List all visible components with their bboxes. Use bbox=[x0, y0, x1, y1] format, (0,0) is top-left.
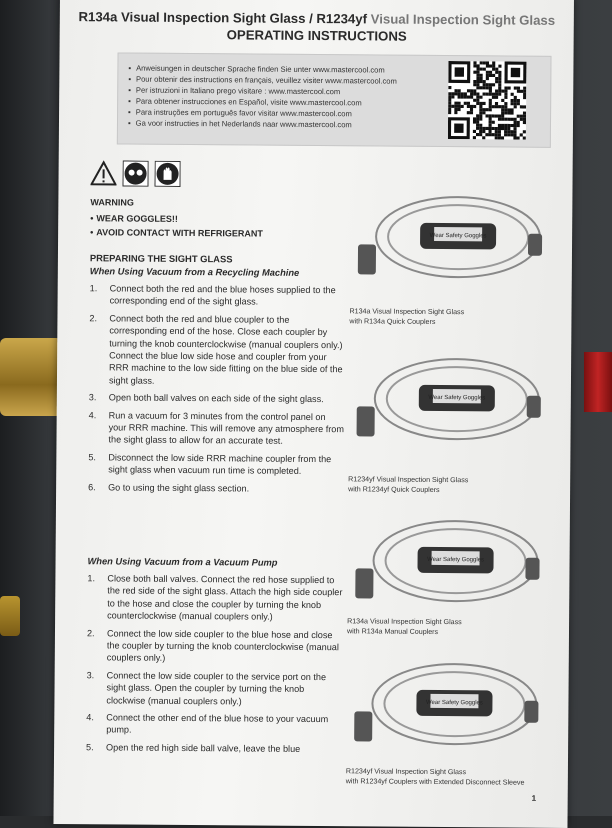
step-item: 3. Open both ball valves on each side of … bbox=[89, 391, 345, 405]
step-item: 1. Close both ball valves. Connect the re… bbox=[87, 572, 343, 624]
step-item: 2. Connect the low side coupler to the bl… bbox=[87, 627, 343, 666]
step-text: Connect the low side coupler to the blue… bbox=[106, 628, 339, 664]
warning-list: WEAR GOGGLES!! AVOID CONTACT WITH REFRIG… bbox=[90, 211, 263, 240]
page-title: R134a Visual Inspection Sight Glass / R1… bbox=[60, 8, 574, 46]
sight-glass-figure: Wear Safety Goggles bbox=[354, 663, 539, 746]
figure-label: Wear Safety Goggles bbox=[426, 700, 483, 706]
figure-label: Wear Safety Goggles bbox=[430, 233, 487, 239]
caption-line: with R1234yf Couplers with Extended Disc… bbox=[345, 777, 525, 787]
step-text: Connect the low side coupler to the serv… bbox=[106, 670, 327, 707]
pump-subheading: When Using Vacuum from a Vacuum Pump bbox=[87, 556, 278, 568]
brass-fitting bbox=[0, 338, 62, 416]
caption-line: with R134a Manual Couplers bbox=[346, 627, 439, 637]
step-item: 4. Connect the other end of the blue hose… bbox=[86, 711, 342, 738]
title-part-2: Visual Inspection Sight Glass bbox=[370, 11, 556, 28]
section-heading: PREPARING THE SIGHT GLASS bbox=[89, 252, 233, 265]
goggles-icon bbox=[122, 160, 149, 187]
step-number: 4. bbox=[88, 409, 97, 420]
red-strap bbox=[584, 352, 612, 412]
gloves-icon bbox=[154, 160, 181, 187]
step-text: Open both ball valves on each side of th… bbox=[108, 392, 324, 405]
pump-steps: 1. Close both ball valves. Connect the re… bbox=[86, 572, 343, 760]
brass-fitting-lower bbox=[0, 596, 20, 636]
step-text: Connect both the red and the blue hoses … bbox=[109, 283, 336, 307]
step-text: Go to using the sight glass section. bbox=[108, 482, 250, 494]
caption-line: R1234yf Visual Inspection Sight Glass bbox=[345, 767, 467, 777]
step-number: 5. bbox=[86, 742, 94, 753]
step-item: 1. Connect both the red and the blue hose… bbox=[90, 282, 346, 309]
sight-glass-figure: Wear Safety Goggles bbox=[355, 520, 540, 603]
warning-item: AVOID CONTACT WITH REFRIGERANT bbox=[90, 225, 263, 240]
machine-subheading: When Using Vacuum from a Recycling Machi… bbox=[89, 266, 300, 278]
step-text: Open the red high side ball valve, leave… bbox=[106, 742, 301, 754]
language-item: Ga voor instructies in het Nederlands na… bbox=[128, 118, 397, 131]
caption-line: with R134a Quick Couplers bbox=[349, 317, 436, 327]
language-list: Anweisungen in deutscher Sprache finden … bbox=[128, 63, 397, 131]
step-number: 2. bbox=[86, 627, 95, 638]
instruction-sheet: R134a Visual Inspection Sight Glass / R1… bbox=[53, 0, 574, 828]
figure-label: Wear Safety Goggles bbox=[427, 557, 484, 563]
step-number: 6. bbox=[88, 481, 96, 492]
page-number: 1 bbox=[531, 793, 537, 803]
caption-line: with R1234yf Quick Couplers bbox=[348, 485, 440, 495]
title-part-1: R134a Visual Inspection Sight Glass / R1… bbox=[78, 9, 371, 27]
warning-item: WEAR GOGGLES!! bbox=[90, 211, 263, 226]
safety-icons bbox=[89, 160, 181, 187]
warning-heading: WARNING bbox=[90, 197, 134, 208]
title-line-2: OPERATING INSTRUCTIONS bbox=[226, 27, 407, 44]
step-text: Disconnect the low side RRR machine coup… bbox=[108, 452, 332, 477]
step-text: Close both ball valves. Connect the red … bbox=[107, 573, 343, 622]
step-number: 1. bbox=[89, 283, 98, 294]
step-item: 3. Connect the low side coupler to the se… bbox=[86, 669, 342, 708]
language-box: Anweisungen in deutscher Sprache finden … bbox=[116, 52, 552, 148]
caption-line: R1234yf Visual Inspection Sight Glass bbox=[348, 475, 469, 485]
step-number: 3. bbox=[86, 670, 95, 681]
caption-line: R134a Visual Inspection Sight Glass bbox=[347, 617, 462, 627]
step-text: Connect the other end of the blue hose t… bbox=[106, 712, 329, 736]
step-number: 2. bbox=[89, 313, 98, 324]
step-number: 1. bbox=[87, 573, 96, 584]
step-text: Run a vacuum for 3 minutes from the cont… bbox=[108, 410, 344, 447]
figure-label: Wear Safety Goggles bbox=[428, 395, 485, 401]
step-item: 6. Go to using the sight glass section. bbox=[88, 481, 344, 495]
step-text: Connect both the red and blue coupler to… bbox=[108, 313, 343, 386]
step-number: 3. bbox=[88, 392, 97, 403]
sight-glass-figure: Wear Safety Goggles bbox=[357, 196, 543, 279]
caption-line: R134a Visual Inspection Sight Glass bbox=[349, 307, 465, 317]
step-number: 4. bbox=[86, 712, 94, 723]
step-item: 4. Run a vacuum for 3 minutes from the co… bbox=[88, 409, 344, 448]
step-item: 5. Open the red high side ball valve, lea… bbox=[86, 741, 342, 755]
machine-steps: 1. Connect both the red and the blue hose… bbox=[88, 282, 346, 500]
step-item: 2. Connect both the red and blue coupler … bbox=[89, 312, 346, 388]
qr-code bbox=[447, 61, 527, 140]
warning-icon bbox=[89, 160, 118, 186]
sight-glass-figure: Wear Safety Goggles bbox=[356, 358, 541, 441]
step-item: 5. Disconnect the low side RRR machine co… bbox=[88, 451, 344, 478]
step-number: 5. bbox=[88, 452, 96, 463]
